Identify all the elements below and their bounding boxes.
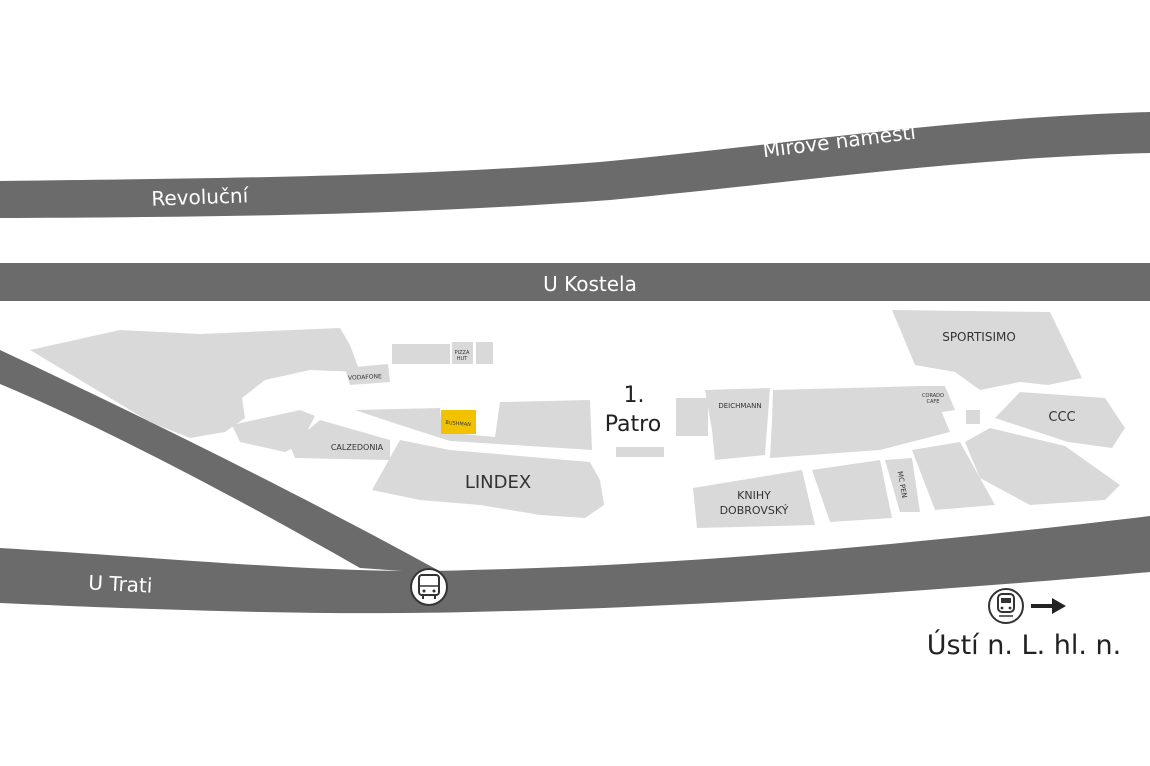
floor-name: Patro bbox=[605, 412, 661, 437]
store-block-dobrovsky bbox=[693, 470, 815, 528]
train-icon bbox=[988, 588, 1024, 624]
street-label-u-trati: U Trati bbox=[88, 570, 153, 597]
store-block-mc-pen bbox=[885, 458, 920, 512]
store-label-corado-2: CAFE bbox=[927, 399, 940, 405]
store-block-west bbox=[30, 328, 360, 438]
store-block-east-1 bbox=[676, 398, 708, 436]
store-label-calzedonia: CALZEDONIA bbox=[331, 443, 384, 452]
store-block-sportisimo bbox=[892, 310, 1082, 390]
road-revolucni bbox=[0, 112, 1150, 218]
store-block-pizza-hut bbox=[452, 342, 473, 364]
store-block-vodafone bbox=[345, 364, 390, 385]
store-block-center-small bbox=[616, 447, 664, 457]
store-label-pizza-1: PIZZA bbox=[455, 350, 470, 356]
store-block-center-north bbox=[355, 400, 592, 450]
store-block-small-east bbox=[966, 410, 980, 424]
store-label-lindex: LINDEX bbox=[465, 472, 531, 493]
store-block-east-2 bbox=[770, 386, 950, 458]
store-label-dobrovsky: DOBROVSKÝ bbox=[720, 504, 789, 517]
road-u-trati bbox=[0, 516, 1150, 614]
store-bushman-highlight bbox=[441, 410, 476, 434]
store-label-knihy: KNIHY bbox=[737, 489, 771, 502]
store-label-pizza-2: HUT bbox=[457, 356, 468, 362]
bus-icon bbox=[410, 568, 448, 606]
store-block-east-4 bbox=[912, 442, 995, 510]
store-block-lindex bbox=[372, 440, 604, 518]
store-label-sportisimo: SPORTISIMO bbox=[942, 330, 1016, 344]
store-label-corado-1: CORADO bbox=[922, 393, 944, 399]
store-block-deichmann bbox=[705, 388, 770, 460]
road-mala-hradebni bbox=[0, 350, 445, 574]
store-label-vodafone: VODAFONE bbox=[348, 373, 382, 382]
store-block-ccc bbox=[995, 392, 1125, 448]
store-block-small-north bbox=[392, 344, 450, 364]
store-block-corado bbox=[920, 386, 955, 412]
street-label-revolucni: Revoluční bbox=[151, 183, 250, 210]
street-label-u-kostela: U Kostela bbox=[543, 272, 637, 296]
store-label-bushman: BUSHMAN bbox=[445, 420, 471, 428]
train-destination: Ústí n. L. hl. n. bbox=[927, 629, 1121, 661]
road-u-kostela bbox=[0, 263, 1150, 301]
store-block-pizza-side bbox=[476, 342, 493, 364]
floor-number: 1. bbox=[624, 383, 645, 408]
store-label-deichmann: DEICHMANN bbox=[718, 402, 761, 410]
store-block-east-3 bbox=[965, 428, 1120, 505]
store-label-ccc: CCC bbox=[1048, 410, 1075, 425]
store-block-east-5 bbox=[812, 460, 892, 522]
store-block-calzedonia bbox=[290, 420, 390, 460]
arrow-right-icon bbox=[1031, 598, 1066, 614]
